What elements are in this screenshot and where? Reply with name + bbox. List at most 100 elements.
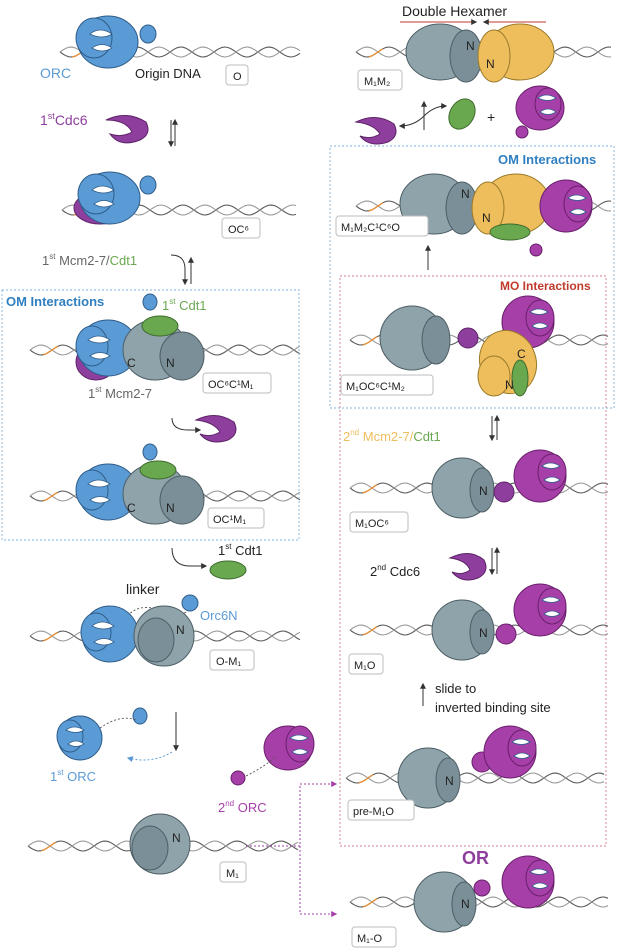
origin-sequence-mark	[368, 48, 384, 58]
ring-n-label-3: N	[176, 623, 185, 637]
origin-sequence-mark	[358, 774, 374, 784]
origin-sequence-mark	[43, 631, 58, 642]
or-label: OR	[462, 848, 489, 868]
orc-cdc6-complex	[73, 171, 157, 225]
dna-strand	[345, 772, 605, 784]
ring-n-m1-o: N	[461, 897, 470, 911]
first-cdc6-label: 1stCdc6	[40, 111, 88, 128]
single-mcm-hexamer	[129, 813, 191, 875]
released-cdt1-right	[448, 98, 476, 130]
branch-arrow-m1-o	[299, 846, 338, 917]
orc-linker	[99, 717, 137, 729]
mcm-orc-cdc6-complex	[431, 449, 567, 519]
arrow-release-cdt1	[171, 547, 208, 569]
state-pre-m1o: pre-M₁O	[353, 806, 394, 818]
slide-label-line1: slide to	[435, 681, 476, 696]
plus-sign: +	[487, 109, 495, 125]
first-mcm-label: 1st Mcm2-7	[88, 385, 152, 401]
state-m1oc6c1m2: M₁OC⁶C¹M₂	[346, 381, 405, 393]
released-cdt1	[209, 560, 247, 580]
origin-sequence-mark	[43, 491, 58, 502]
ring-c-m2: C	[517, 347, 526, 361]
dh-orc-complex	[399, 173, 593, 257]
dna-strand	[345, 772, 605, 784]
second-orc-label: 2nd ORC	[218, 799, 267, 815]
state-m1m2c1c6o: M₁M₂C¹C⁶O	[341, 222, 400, 234]
ring-n-label: N	[166, 356, 175, 370]
orc-label: ORC	[40, 65, 71, 81]
state-oc6c1m1: OC⁶C¹M₁	[208, 379, 254, 391]
state-m1m2-box	[357, 69, 403, 91]
state-m1o-box	[348, 653, 384, 675]
origin-sequence-mark	[43, 345, 58, 356]
state-om1-box	[209, 649, 255, 671]
orc-cdt1-mcm-complex	[75, 443, 205, 525]
slide-label-line2: inverted binding site	[435, 700, 551, 715]
release-cdt1-label: 1st Cdt1	[218, 542, 263, 558]
ring-n-m1o: N	[479, 626, 488, 640]
ring-n-dh1: N	[461, 187, 470, 201]
arrow-release-right	[423, 103, 448, 117]
state-m1m2c1c6o-box	[335, 215, 429, 237]
branch-arrow-pre-m1o	[246, 781, 338, 847]
arrow-release-cdc6	[171, 417, 202, 433]
arrow-orc-leave	[126, 751, 173, 763]
mcm-orc-complex	[431, 583, 567, 661]
state-m1-o-box	[351, 926, 397, 948]
orc-complex-o-state	[75, 15, 157, 69]
mcm-orc-second-mcm-complex	[379, 295, 555, 397]
state-m1: M₁	[226, 868, 239, 880]
om-interactions-box-right	[329, 145, 615, 409]
ring-c-label-2: C	[127, 501, 136, 515]
state-oc6-box	[221, 217, 261, 239]
dna-strand	[349, 896, 609, 908]
origin-sequence-mark	[362, 626, 378, 636]
state-om1: O-M₁	[216, 656, 241, 668]
released-first-orc	[56, 707, 148, 761]
ring-n-dh2: N	[482, 211, 491, 225]
om-interactions-title-left: OM Interactions	[6, 294, 104, 309]
dna-strand	[349, 896, 609, 908]
state-m1o: M₁O	[354, 660, 376, 672]
state-oc1m1-box	[207, 507, 265, 529]
state-oc6c1m1-box	[202, 372, 272, 394]
ring-n-label-2: N	[166, 501, 175, 515]
state-o: O	[233, 71, 242, 83]
linker-label: linker	[126, 581, 160, 597]
state-oc6: OC⁶	[228, 224, 249, 236]
released-cdc6-right	[354, 117, 397, 145]
state-m1-box	[219, 861, 247, 883]
first-cdt1-label: 1st Cdt1	[162, 297, 207, 313]
released-second-orc	[515, 85, 565, 139]
ring-n-m1: N	[466, 39, 475, 53]
origin-dna-label: Origin DNA	[135, 66, 201, 81]
om-interactions-title-right: OM Interactions	[498, 152, 596, 167]
ring-n-pre: N	[445, 774, 454, 788]
second-cdc6-protein	[448, 553, 487, 581]
first-orc-label: 1st ORC	[50, 768, 96, 784]
state-m1oc6-box	[349, 511, 409, 533]
ring-n-label-4: N	[172, 831, 181, 845]
orc2-linker	[245, 755, 277, 777]
origin-sequence-mark	[368, 202, 384, 212]
origin-sequence-mark	[41, 841, 56, 852]
state-m1oc6: M₁OC⁶	[355, 518, 389, 530]
mo-interactions-box	[339, 275, 607, 847]
second-mcm-cdt1-step: 2nd Mcm2-7/Cdt1	[343, 428, 441, 444]
origin-sequence-mark	[362, 484, 378, 494]
state-m1-o: M₁-O	[357, 933, 383, 945]
second-cdc6-label: 2nd Cdc6	[370, 563, 420, 579]
mcm-double-hexamer	[405, 23, 555, 83]
origin-sequence-mark	[362, 336, 378, 346]
ring-c-label: C	[127, 356, 136, 370]
arrow-release-left	[398, 115, 425, 129]
state-o-box	[225, 64, 249, 86]
double-hexamer-title: Double Hexamer	[402, 3, 507, 19]
ring-n-m2-b: N	[505, 378, 514, 392]
arrow-down	[170, 254, 188, 286]
state-pre-m1o-box	[347, 799, 415, 821]
cdc6-protein	[105, 115, 149, 144]
orc6n-label: Orc6N	[200, 608, 238, 623]
om-interactions-box-left	[1, 289, 300, 541]
